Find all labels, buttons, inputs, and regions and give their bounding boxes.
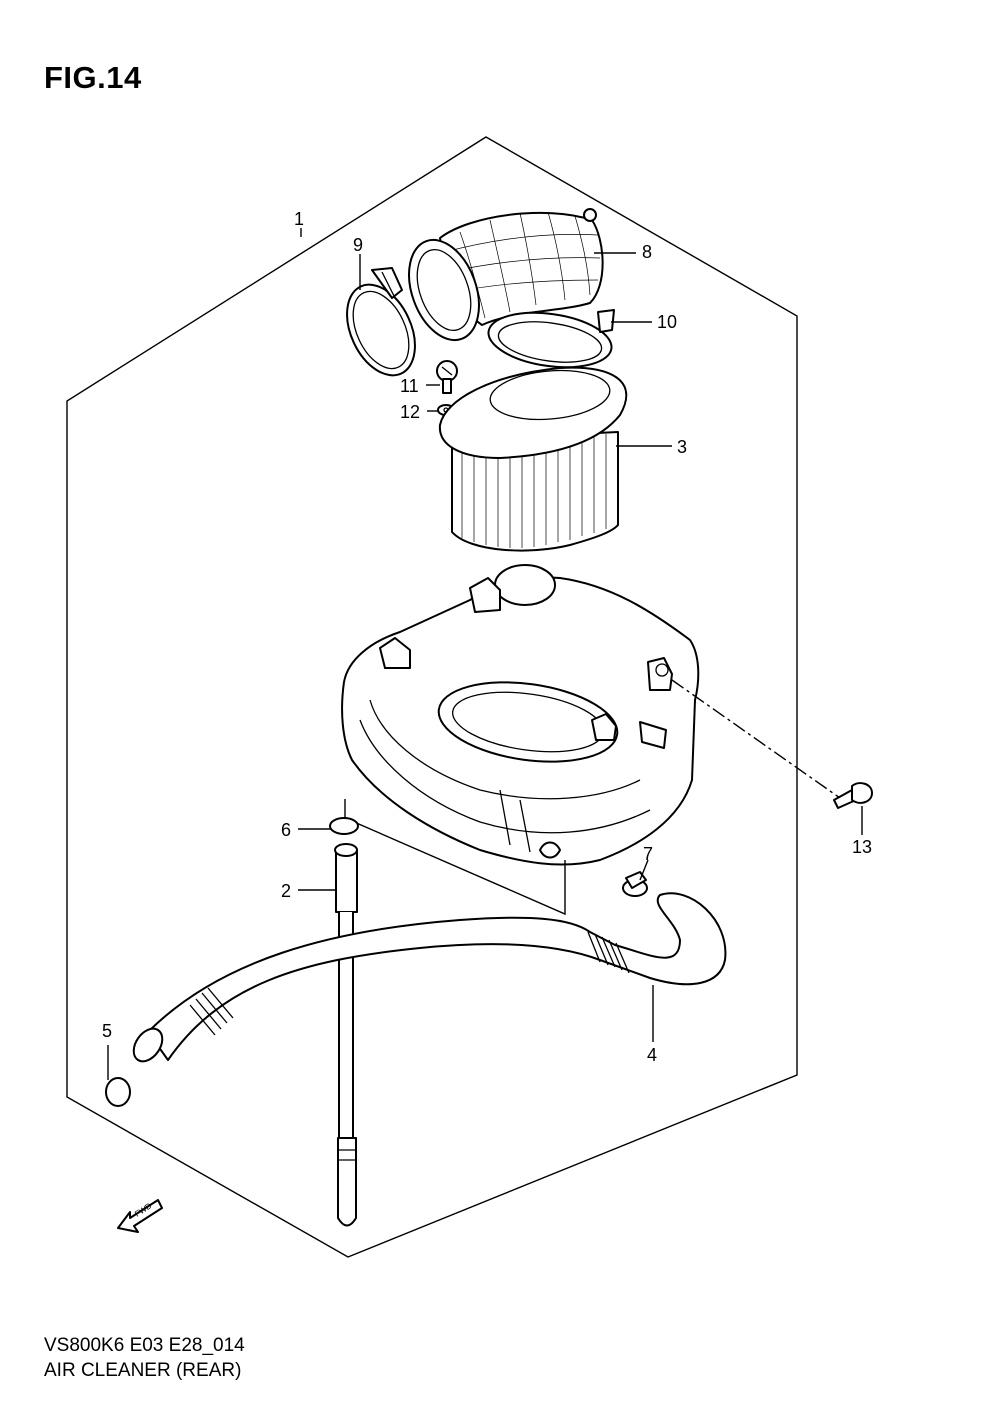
- bolt-part-13: [833, 782, 873, 835]
- breather-hose-part-4: [132, 892, 727, 1063]
- band-clamp-part-10: [487, 309, 615, 369]
- assembly-boundary: [66, 136, 798, 1258]
- intake-duct-part-8: [408, 208, 604, 342]
- filter-element-part-3: [438, 366, 628, 552]
- callout-2: 2: [281, 881, 291, 901]
- screw-part-11: [436, 360, 458, 394]
- callout-5: 5: [102, 1021, 112, 1041]
- cap-part-5: [105, 1077, 131, 1107]
- small-clamp-part-7: [622, 871, 648, 897]
- ring-part-6: [329, 817, 359, 835]
- section-title: AIR CLEANER (REAR): [44, 1360, 242, 1381]
- forward-direction-icon: FWD: [117, 1199, 163, 1233]
- callout-9: 9: [353, 235, 363, 255]
- callout-6: 6: [281, 820, 291, 840]
- callout-13: 13: [852, 837, 872, 857]
- figure-title: FIG.14: [44, 60, 142, 95]
- callout-1: 1: [294, 209, 304, 229]
- model-code: VS800K6 E03 E28_014: [44, 1335, 245, 1356]
- drain-pipe-part-2: [334, 843, 358, 1227]
- callout-8: 8: [642, 242, 652, 262]
- hose-clamp-part-9: [346, 267, 416, 377]
- callout-12: 12: [400, 402, 420, 422]
- callout-7: 7: [643, 844, 653, 864]
- callout-3: 3: [677, 437, 687, 457]
- air-cleaner-housing: [341, 564, 700, 866]
- callout-11: 11: [400, 376, 419, 396]
- callout-10: 10: [657, 312, 677, 332]
- callout-4: 4: [647, 1045, 657, 1065]
